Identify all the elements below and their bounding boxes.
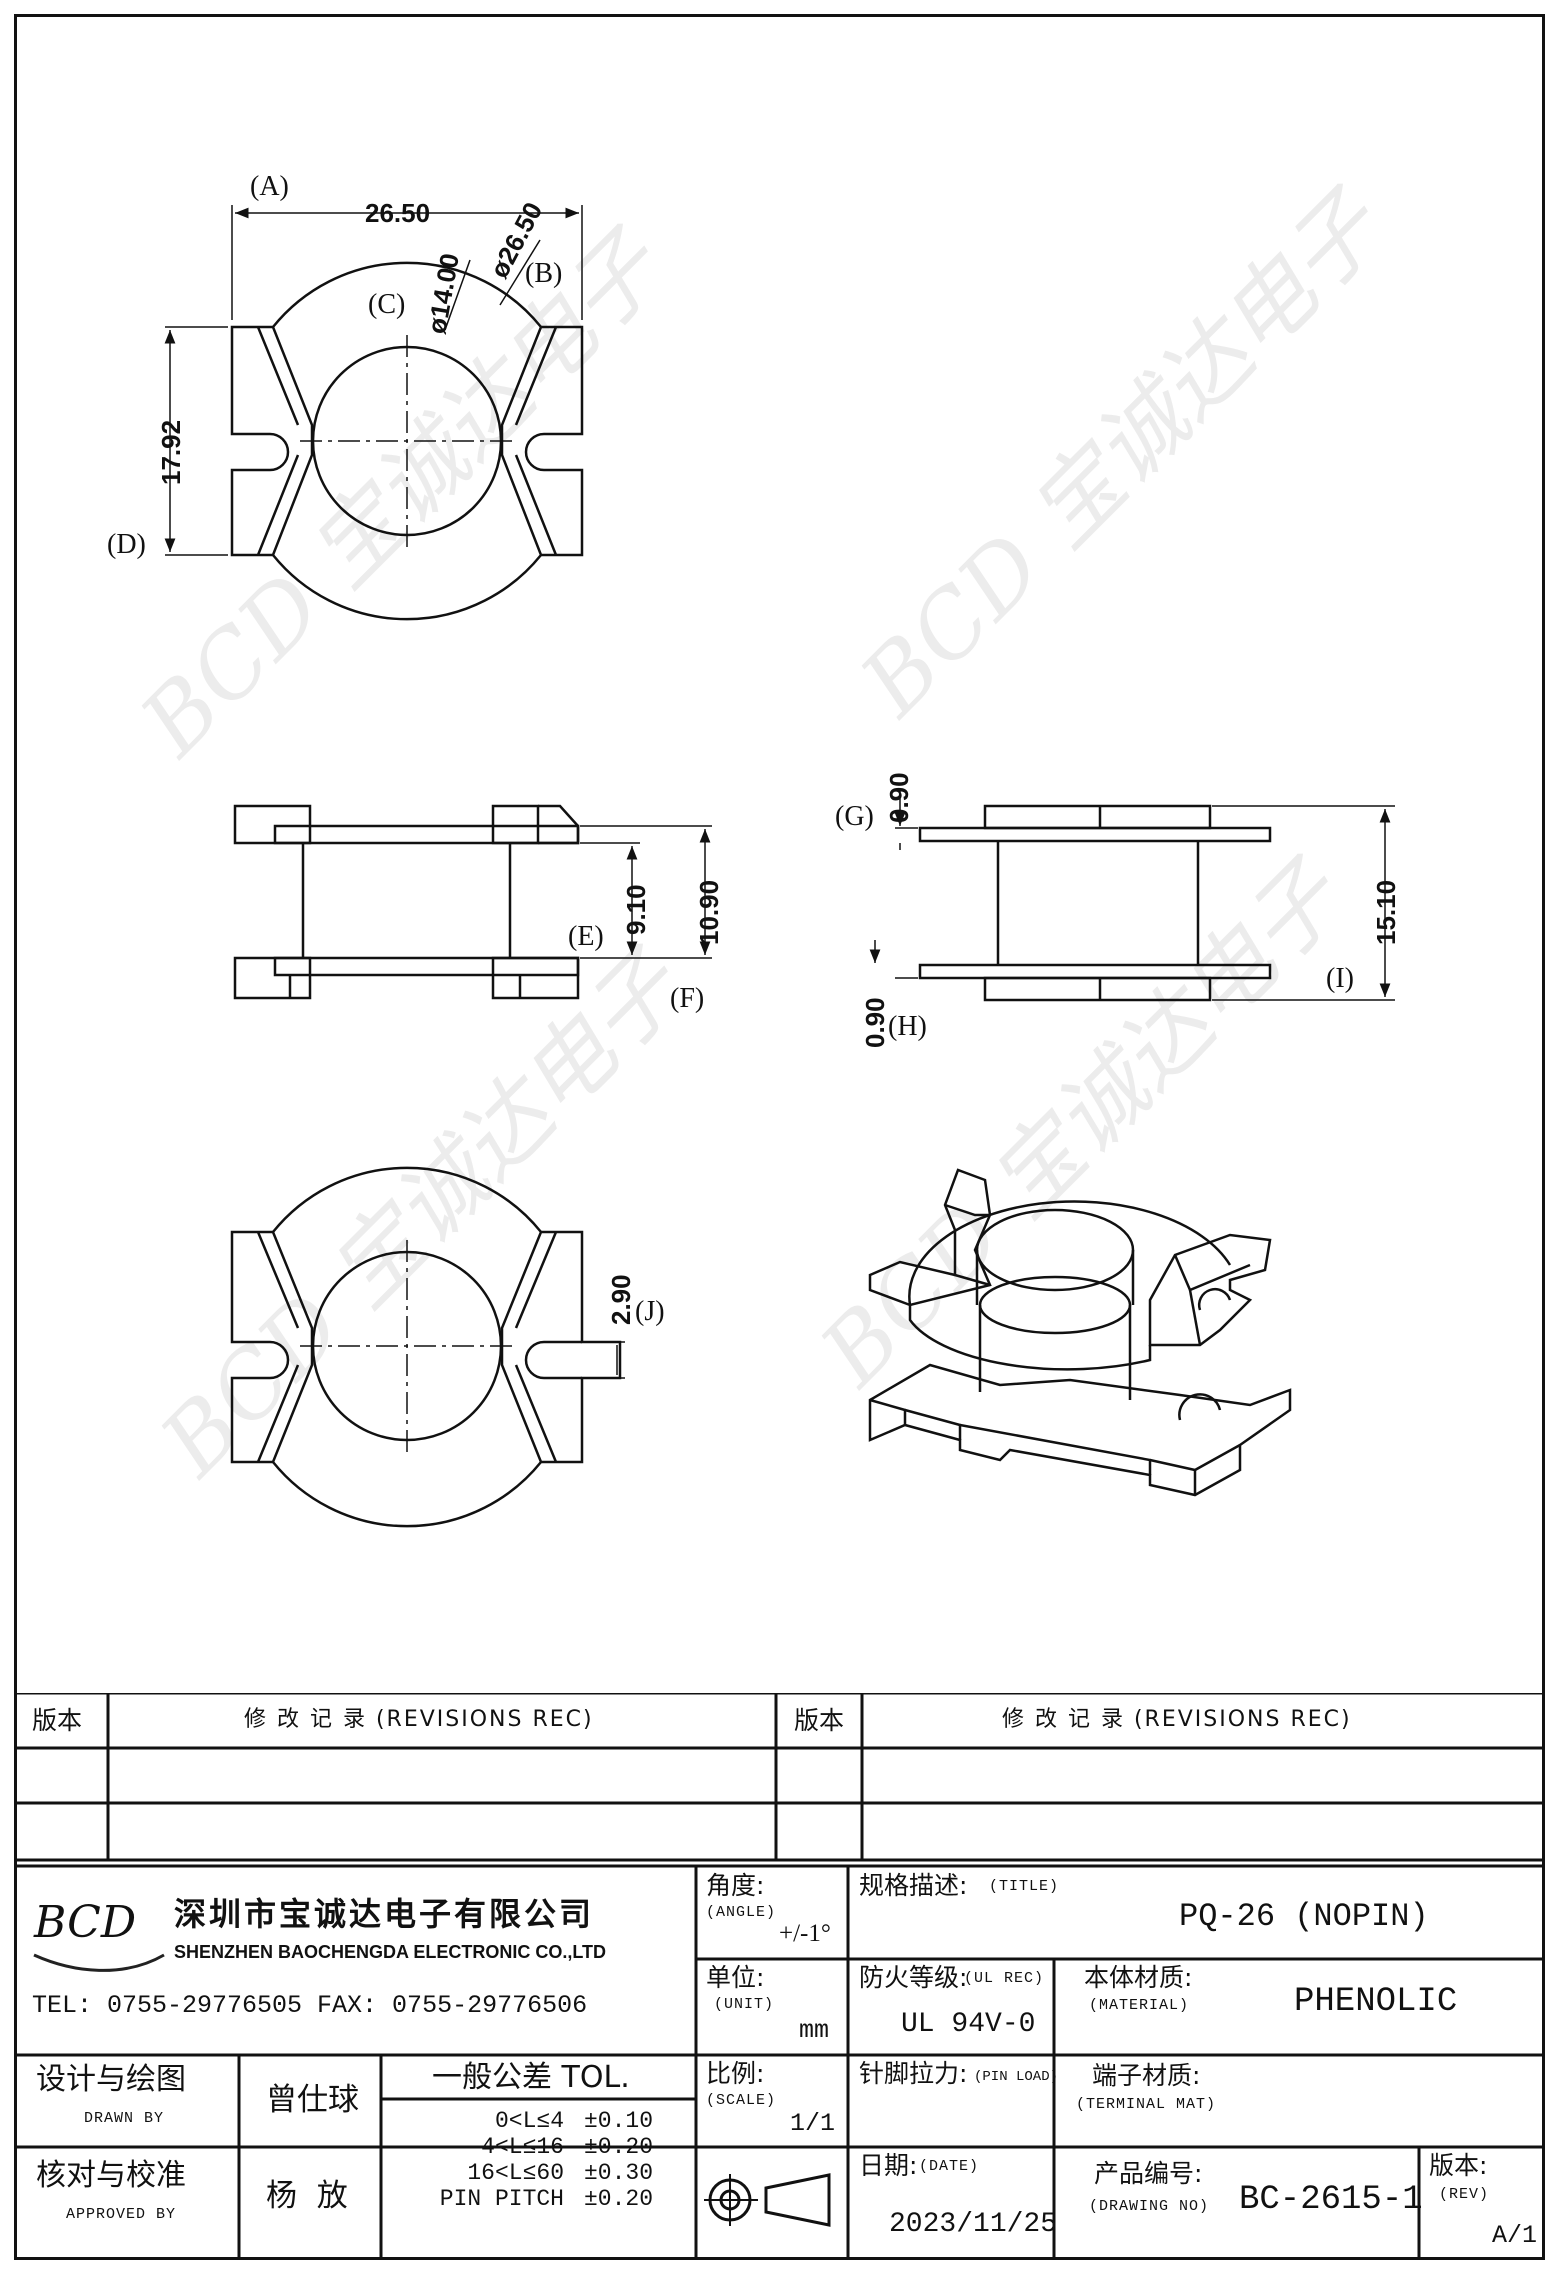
label-i: (I) [1326,963,1354,994]
tolerance-row: PIN PITCH ±0.20 [394,2186,694,2212]
drawn-by-label: 设计与绘图 [36,2062,186,2097]
drawn-by-name: 曾仕球 [266,2082,359,2118]
tolerance-range: 0<L≤4 [494,2108,564,2134]
ul-label: 防火等级: [859,1963,968,1992]
label-c: (C) [368,289,405,320]
title-block: 版本 修 改 记 录 (REVISIONS REC) 版本 修 改 记 录 (R… [14,1693,1545,2260]
approved-by-name: 杨 放 [266,2178,348,2214]
scale-value: 1/1 [790,2109,836,2138]
dim-e: 9.10 [621,884,651,935]
title-value: PQ-26 (NOPIN) [1179,1898,1429,1935]
rev-sub: (REV) [1439,2186,1490,2203]
pinload-sub: (PIN LOAD) [974,2069,1059,2085]
company-name-cn: 深圳市宝诚达电子有限公司 [174,1895,595,1933]
angle-value: +/-1° [779,1920,831,1947]
isometric-view [868,1168,1292,1497]
terminal-sub: (TERMINAL MAT) [1076,2096,1217,2113]
side-view-left [233,804,712,1000]
scale-sub: (SCALE) [706,2092,777,2109]
title-block-grid [14,1693,1545,2260]
rev-header-left: 版本 [32,1706,83,1735]
company-logo [33,1953,165,1972]
label-g: (G) [835,801,874,832]
approved-by-sub: APPROVED BY [66,2206,177,2223]
tolerance-title: 一般公差 TOL. [432,2060,630,2095]
pinload-label: 针脚拉力: [859,2059,968,2088]
date-sub: (DATE) [919,2158,980,2175]
tolerance-value: ±0.30 [584,2160,654,2186]
drawing-no-sub: (DRAWING NO) [1089,2198,1210,2215]
material-value: PHENOLIC [1294,1983,1458,2021]
watermark-text-4: BCD 宝诚达电子 [800,841,1366,1407]
watermark: BCD 宝诚达电子 BCD 宝诚达电子 BCD 宝诚达电子 BCD 宝诚达电子 [120,171,1406,1497]
label-h: (H) [888,1011,927,1042]
dim-g: 0.90 [884,772,914,823]
dim-height-d: 17.92 [156,420,186,485]
company-contact: TEL: 0755-29776505 FAX: 0755-29776506 [32,1991,588,2020]
dim-h: 0.90 [860,997,890,1048]
rev-header-right: 版本 [794,1706,845,1735]
drawing-no-value: BC-2615-1 [1239,2181,1423,2219]
company-name-en: SHENZHEN BAOCHENGDA ELECTRONIC CO.,LTD [174,1942,606,1962]
tolerance-range: PIN PITCH [439,2186,564,2212]
scale-label: 比例: [706,2059,765,2088]
tolerance-value: ±0.20 [584,2134,654,2160]
projection-symbol [704,2173,831,2227]
label-a: (A) [250,171,289,202]
date-value: 2023/11/25 [889,2209,1058,2240]
unit-label: 单位: [706,1963,765,1992]
rev-label: 版本: [1429,2151,1488,2180]
date-label: 日期: [859,2151,918,2180]
watermark-text-2: BCD 宝诚达电子 [840,171,1406,737]
tolerance-row: 16<L≤60 ±0.30 [394,2160,694,2186]
unit-value: mm [799,2016,830,2045]
dim-overall-width: 26.50 [365,198,430,228]
top-view [164,205,584,621]
drawing-sheet-border [14,14,1545,2260]
label-b: (B) [525,258,562,289]
dim-f: 10.90 [694,880,724,945]
angle-label: 角度: [706,1871,765,1900]
terminal-label: 端子材质: [1092,2061,1201,2090]
unit-sub: (UNIT) [714,1996,775,2013]
rev-rec-header-left: 修 改 记 录 (REVISIONS REC) [244,1707,594,1732]
tolerance-value: ±0.10 [584,2108,654,2134]
angle-sub: (ANGLE) [706,1904,777,1921]
title-label: 规格描述: [859,1871,968,1900]
tolerance-range: 16<L≤60 [467,2160,564,2186]
ul-sub: (UL REC) [964,1970,1045,1987]
label-f: (F) [670,983,704,1014]
approved-by-label: 核对与校准 [36,2158,186,2193]
material-sub: (MATERIAL) [1089,1997,1190,2014]
ul-value: UL 94V-0 [901,2009,1036,2040]
logo-text: BCD [34,1897,137,1948]
side-view-right [869,790,1395,1002]
label-d: (D) [107,529,146,560]
label-e: (E) [568,921,604,952]
tolerance-row: 4<L≤16 ±0.20 [394,2134,694,2160]
tolerance-range: 4<L≤16 [481,2134,564,2160]
drawing-no-label: 产品编号: [1094,2159,1203,2188]
watermark-text-3: BCD 宝诚达电子 [140,931,706,1497]
dim-j: 2.90 [606,1274,636,1325]
label-j: (J) [635,1296,665,1327]
material-label: 本体材质: [1084,1963,1193,1992]
title-sub: (TITLE) [989,1878,1060,1895]
rev-rec-header-right: 修 改 记 录 (REVISIONS REC) [1002,1707,1352,1732]
tolerance-value: ±0.20 [584,2186,654,2212]
drawn-by-sub: DRAWN BY [84,2110,165,2127]
tolerance-table: 0<L≤4 ±0.10 4<L≤16 ±0.20 16<L≤60 ±0.30 P… [394,2108,694,2212]
rev-value: A/1 [1492,2221,1538,2250]
dim-i: 15.10 [1371,880,1401,945]
technical-drawing: BCD 宝诚达电子 BCD 宝诚达电子 BCD 宝诚达电子 BCD 宝诚达电子 [107,171,1406,1528]
bottom-view [230,1166,625,1528]
tolerance-row: 0<L≤4 ±0.10 [394,2108,694,2134]
